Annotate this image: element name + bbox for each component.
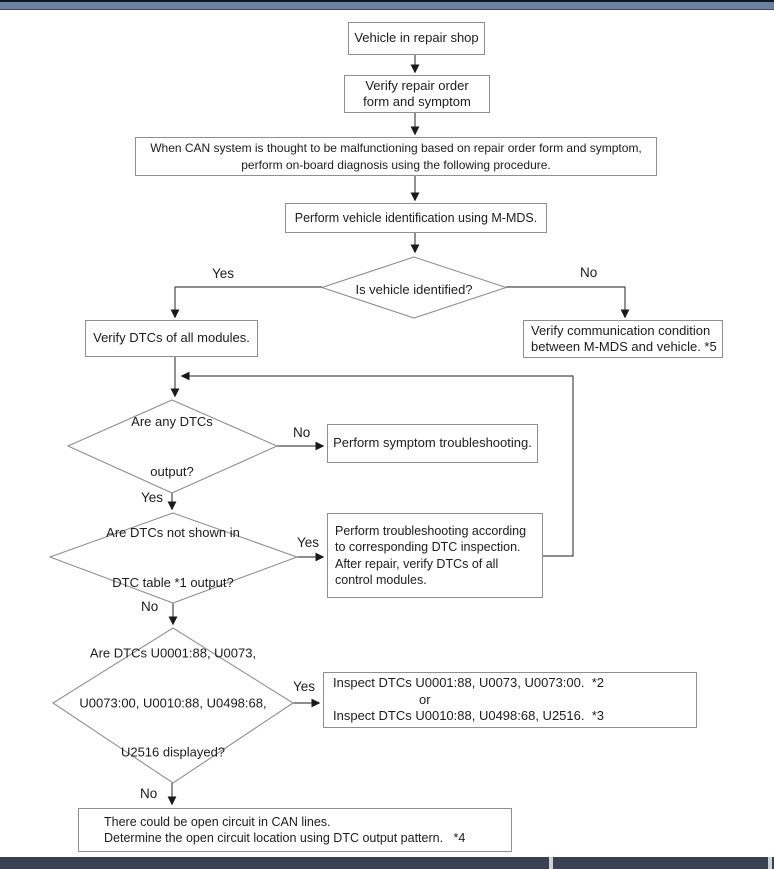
box-text-line: control modules. <box>335 573 427 587</box>
box-text-line: Inspect DTCs U0010:88, U0498:68, U2516. … <box>333 708 604 724</box>
box-perform-vehicle-identification: Perform vehicle identification using M-M… <box>285 203 547 233</box>
diamond-text-line: Are any DTCs <box>131 414 213 429</box>
diamond-text-dtc-list-displayed: Are DTCs U0001:88, U0073, U0073:00, U001… <box>79 612 266 794</box>
diamond-text-any-dtcs-output: Are any DTCs output? <box>131 381 213 513</box>
diamond-text-line: output? <box>150 463 194 479</box>
box-can-malfunction-note: When CAN system is thought to be malfunc… <box>135 137 657 176</box>
branch-label-yes: Yes <box>297 535 320 550</box>
diamond-text-vehicle-identified: Is vehicle identified? <box>355 249 472 332</box>
branch-label-no: No <box>141 599 159 614</box>
bottom-divider-bar <box>0 857 774 869</box>
box-text-line: Vehicle in repair shop <box>354 30 479 46</box>
diamond-text-line: U0073:00, U0010:88, U0498:68, <box>79 694 267 710</box>
decision-diamond-any-dtcs-output <box>66 399 279 494</box>
box-inspect-dtcs: Inspect DTCs U0001:88, U0073, U0073:00. … <box>323 672 697 728</box>
box-text-line: or <box>419 691 431 707</box>
box-text-line: Verify communication condition <box>531 322 711 338</box>
branch-label-yes: Yes <box>141 490 164 505</box>
box-text-line: Inspect DTCs U0001:88, U0073, U0073:00. … <box>333 675 604 691</box>
box-text-line: There could be open circuit in CAN lines… <box>104 814 331 829</box>
box-verify-dtcs-all-modules: Verify DTCs of all modules. <box>85 320 258 357</box>
bottom-bar-gap <box>768 857 772 869</box>
box-text-line: After repair, verify DTCs of all <box>335 556 499 571</box>
box-text-line: Perform symptom troubleshooting. <box>333 435 532 451</box>
box-vehicle-in-repair-shop: Vehicle in repair shop <box>348 22 485 55</box>
box-perform-symptom-troubleshooting: Perform symptom troubleshooting. <box>327 424 538 463</box>
diamond-text-line: Are DTCs U0001:88, U0073, <box>89 645 257 661</box>
decision-diamond-vehicle-identified <box>320 256 508 319</box>
top-divider-bar <box>0 0 774 10</box>
box-text-line: to corresponding DTC inspection. <box>335 540 521 554</box>
connector-identified-no <box>506 286 630 319</box>
connector-identified-yes <box>170 286 322 319</box>
box-text-line: form and symptom <box>363 94 471 109</box>
diamond-text-line: U2516 displayed? <box>120 744 226 760</box>
branch-label-yes: Yes <box>293 679 316 694</box>
box-verify-repair-order: Verify repair order form and symptom <box>344 75 490 113</box>
decision-diamond-dtc-list-displayed <box>51 627 295 784</box>
decision-diamond-dtcs-not-in-table <box>48 512 299 604</box>
box-perform-troubleshooting-according: Perform troubleshooting according to cor… <box>327 513 543 598</box>
connector-feedback-loop <box>180 371 574 557</box>
box-text-line: Determine the open circuit location usin… <box>104 831 466 845</box>
box-text-line: Verify repair order <box>365 77 469 93</box>
box-text-line: Perform vehicle identification using M-M… <box>294 210 538 225</box>
box-open-circuit-in-can-lines: There could be open circuit in CAN lines… <box>78 808 512 852</box>
diamond-text-line: DTC table *1 output? <box>112 574 234 590</box>
box-text-line: perform on-board diagnosis using the fol… <box>241 157 551 172</box>
diamond-text-line: Is vehicle identified? <box>355 281 473 297</box>
branch-label-no: No <box>140 786 158 801</box>
branch-label-no: No <box>293 425 311 440</box>
box-verify-communication-condition: Verify communication condition between M… <box>523 320 723 358</box>
diamond-text-dtcs-not-in-table: Are DTCs not shown in DTC table *1 outpu… <box>106 492 240 624</box>
box-text-line: When CAN system is thought to be malfunc… <box>150 141 642 155</box>
branch-label-no: No <box>580 265 598 280</box>
bottom-bar-gap <box>549 857 553 869</box>
box-text-line: Perform troubleshooting according <box>335 523 527 538</box>
diamond-text-line: Are DTCs not shown in <box>106 525 240 540</box>
box-text-line: Verify DTCs of all modules. <box>93 330 250 346</box>
box-text-line: between M-MDS and vehicle. *5 <box>531 339 717 354</box>
branch-label-yes: Yes <box>212 266 235 281</box>
